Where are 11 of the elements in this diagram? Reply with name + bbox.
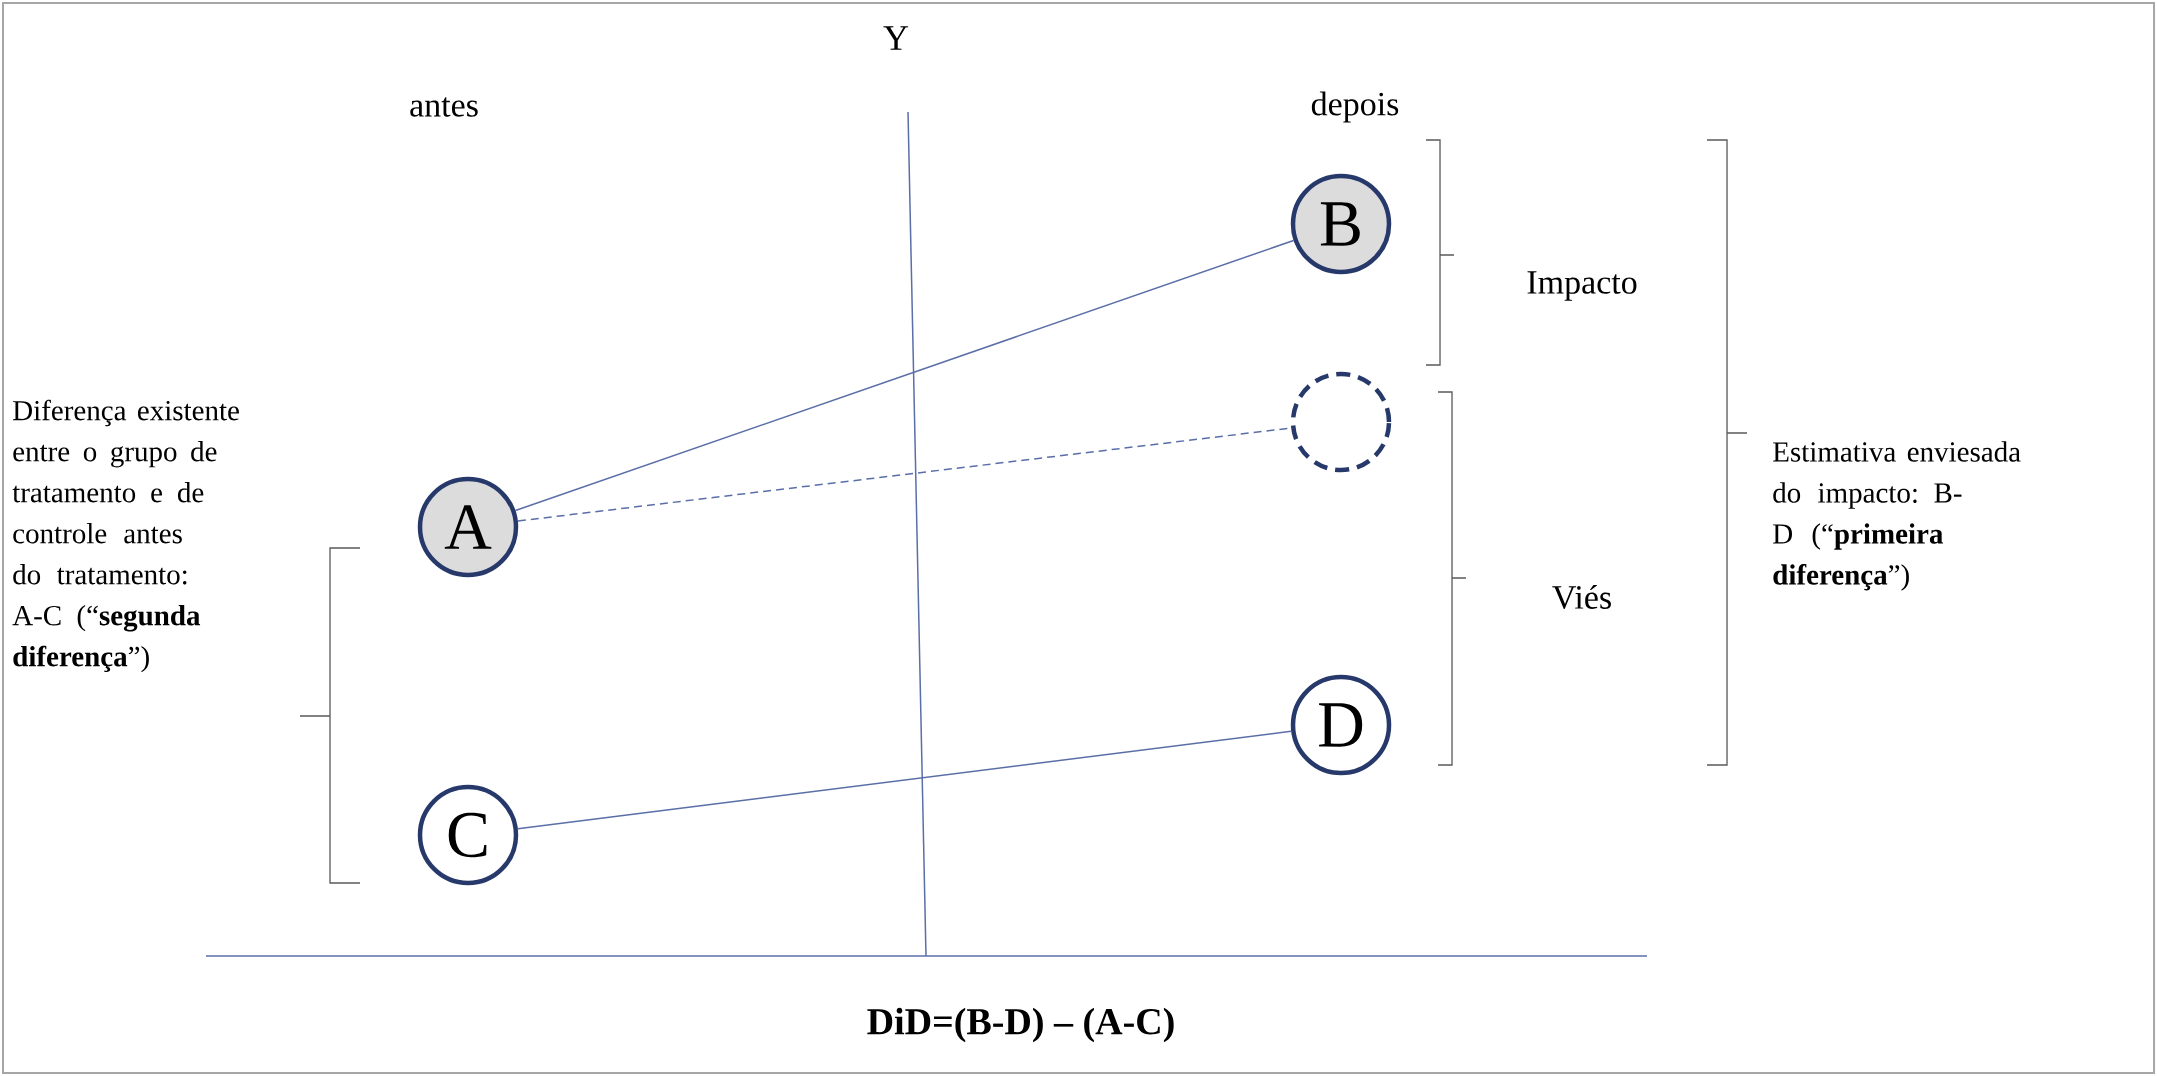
axis-label: Y: [883, 26, 909, 50]
connector-line: [514, 239, 1295, 512]
connector-line: [517, 730, 1292, 830]
bracket-label: Viés: [1552, 584, 1611, 610]
bracket-label: Impacto: [1527, 271, 1637, 301]
column-heading: antes: [410, 97, 478, 117]
dashed-circle: [1290, 371, 1392, 473]
annotation-text: Diferença existente entre o grupo de tratamento e de controle antes do tratamento: A-C (“segunda diferença”): [12, 399, 239, 673]
column-heading: depois: [1311, 91, 1399, 123]
annotation-text: Estimativa enviesada do impacto: B-D (“primeira diferença”): [1773, 441, 2021, 591]
formula-caption: DiD=(B-D) – (A-C): [867, 1007, 1174, 1043]
